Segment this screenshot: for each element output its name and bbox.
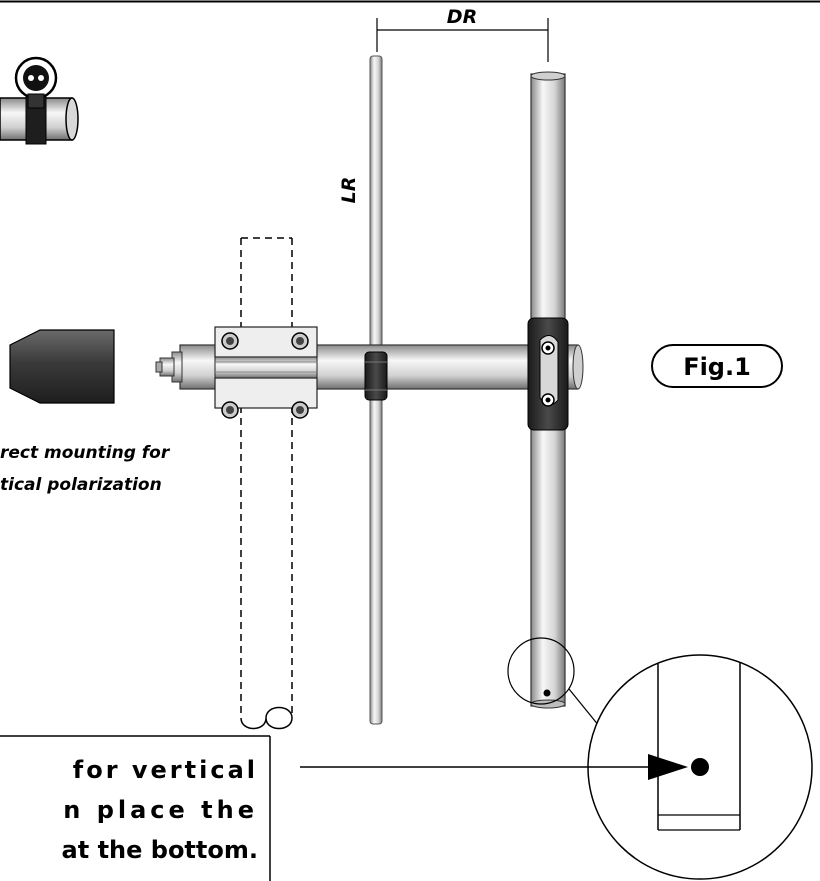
caption-line2: tical polarization [0,475,162,495]
note-line1: for vertical [73,756,258,784]
dr-label: DR [447,6,477,28]
note-line2: n place the [63,796,258,824]
caption-line1: rect mounting for [0,443,171,463]
drain-hole-dot [543,689,551,697]
drain-hole-magnified [691,758,709,776]
note-line3: at the bottom. [62,836,258,864]
mast-clamp [214,326,318,419]
magnified-detail [587,654,813,880]
clamp-detail-icon [0,56,79,145]
mounting-caption: rect mounting for tical polarization [0,443,171,495]
end-cap [9,329,115,404]
lr-label: LR [338,177,360,204]
detail-callout-circle [507,637,575,705]
dr-dimension: DR [376,6,549,62]
reflector-clamp [364,351,388,401]
dipole-clamp [527,317,569,431]
figure-label: Fig.1 [651,344,783,388]
figure-label-text: Fig.1 [683,353,751,381]
note-box: for vertical n place the at the bottom. [0,735,271,881]
connector [155,351,183,383]
note-arrow [300,754,688,780]
mast-outline [240,237,293,730]
